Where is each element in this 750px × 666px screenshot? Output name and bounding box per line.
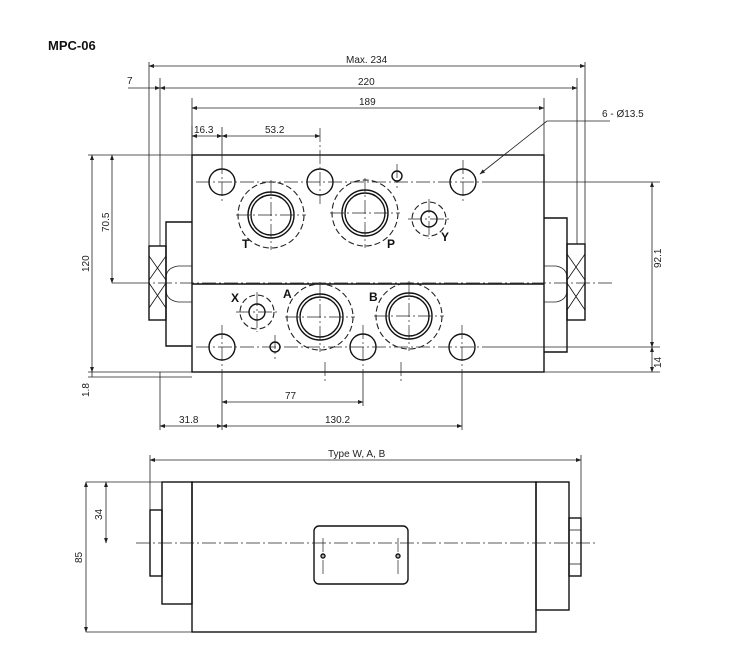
valve-body-side: [191, 481, 537, 633]
dim-34: 34: [94, 508, 105, 520]
dimension-lines: [90, 64, 654, 428]
side-right-flange: [535, 481, 570, 611]
dim-92-1: 92.1: [653, 248, 664, 268]
port-label-y: Y: [441, 230, 449, 244]
port-label-p: P: [387, 237, 395, 251]
port-label-b: B: [369, 290, 378, 304]
dim-189: 189: [359, 97, 376, 108]
dim-14: 14: [653, 356, 664, 368]
port-label-x: X: [231, 291, 239, 305]
dim-120: 120: [81, 255, 92, 272]
dim-16-3: 16.3: [194, 125, 214, 136]
dim-31-8: 31.8: [179, 415, 199, 426]
drawing-title: MPC-06: [48, 38, 96, 53]
center-lines: [136, 128, 612, 382]
dim-7: 7: [127, 76, 133, 87]
dim-220: 220: [358, 77, 375, 88]
right-flange: [544, 217, 568, 353]
dim-70-5: 70.5: [101, 212, 112, 232]
dim-1-8: 1.8: [81, 383, 92, 397]
dim-type: Type W, A, B: [328, 449, 386, 460]
valve-body-top: [191, 154, 545, 373]
extension-lines: [88, 62, 660, 430]
port-label-a: A: [283, 287, 292, 301]
dim-85: 85: [74, 551, 85, 563]
dim-holes: 6 - Ø13.5: [602, 109, 644, 120]
name-plate: [313, 525, 409, 585]
dim-53-2: 53.2: [265, 125, 285, 136]
mounting-holes: [208, 168, 477, 361]
left-flange: [165, 221, 192, 347]
side-right-plug: [568, 517, 582, 577]
dim-77: 77: [285, 391, 297, 402]
port-label-t: T: [242, 237, 250, 251]
top-view: T P Y X A B: [81, 55, 664, 430]
dim-130-2: 130.2: [325, 415, 350, 426]
right-end-cap: [566, 243, 586, 321]
side-view: Type W, A, B 34 85: [74, 449, 596, 633]
dim-max-234: Max. 234: [346, 55, 388, 66]
